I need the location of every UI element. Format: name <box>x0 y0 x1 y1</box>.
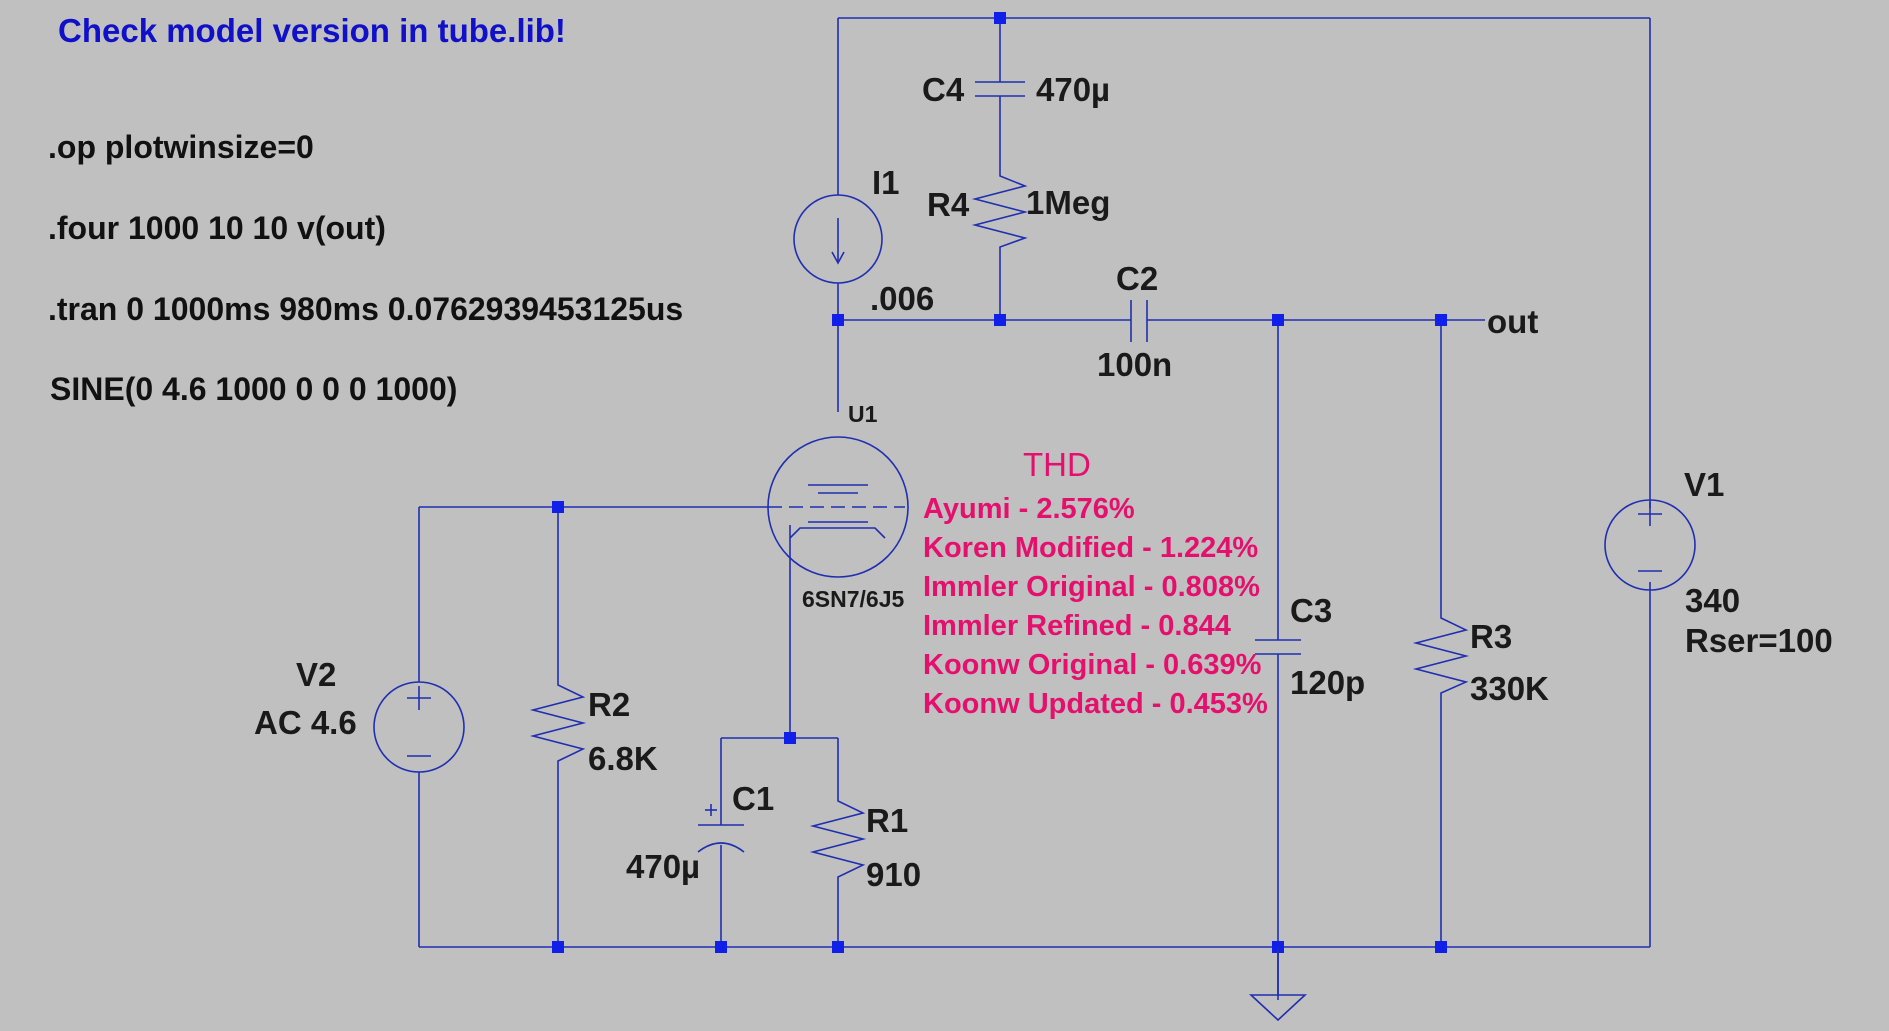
r4-value: 1Meg <box>1026 184 1110 221</box>
out-net-label: out <box>1487 303 1538 340</box>
c2-value: 100n <box>1097 346 1172 383</box>
r2-value: 6.8K <box>588 740 658 777</box>
op-directive[interactable]: .op plotwinsize=0 <box>48 129 314 165</box>
thd-line: Koonw Updated - 0.453% <box>923 688 1268 720</box>
junction-dot <box>1435 314 1447 326</box>
four-directive[interactable]: .four 1000 10 10 v(out) <box>48 210 386 246</box>
sine-directive[interactable]: SINE(0 4.6 1000 0 0 0 1000) <box>50 371 457 407</box>
thd-line: Koonw Original - 0.639% <box>923 649 1262 681</box>
r2-label: R2 <box>588 686 630 723</box>
junctions <box>552 12 1447 953</box>
i1-value: .006 <box>870 280 934 317</box>
r4-label: R4 <box>927 186 970 223</box>
u1-label: U1 <box>848 401 878 427</box>
junction-dot <box>784 732 796 744</box>
wires <box>418 17 1651 1000</box>
c4-label: C4 <box>922 71 965 108</box>
c4-capacitor-symbol[interactable] <box>975 81 1025 97</box>
c3-label: C3 <box>1290 592 1332 629</box>
junction-dot <box>832 941 844 953</box>
junction-dot <box>715 941 727 953</box>
r4-resistor-symbol[interactable] <box>971 167 1029 257</box>
u1-model: 6SN7/6J5 <box>802 586 905 612</box>
r3-value: 330K <box>1470 670 1549 707</box>
junction-dot <box>552 501 564 513</box>
c4-value: 470µ <box>1036 71 1110 108</box>
junction-dot <box>1272 314 1284 326</box>
r1-resistor-symbol[interactable] <box>809 790 867 897</box>
r1-label: R1 <box>866 802 908 839</box>
c3-value: 120p <box>1290 664 1365 701</box>
thd-line: Immler Original - 0.808% <box>923 571 1260 603</box>
thd-annotation: THD Ayumi - 2.576% Koren Modified - 1.22… <box>923 446 1268 720</box>
i1-label: I1 <box>872 164 900 201</box>
junction-dot <box>1435 941 1447 953</box>
c3-capacitor-symbol[interactable] <box>1255 639 1301 655</box>
v1-value: 340 <box>1685 582 1740 619</box>
u1-triode-symbol[interactable] <box>767 436 909 578</box>
r3-resistor-symbol[interactable] <box>1412 607 1470 700</box>
c2-label: C2 <box>1116 260 1158 297</box>
junction-dot <box>994 12 1006 24</box>
junction-dot <box>552 941 564 953</box>
v1-label: V1 <box>1684 466 1724 503</box>
r1-value: 910 <box>866 856 921 893</box>
junction-dot <box>832 314 844 326</box>
junction-dot <box>994 314 1006 326</box>
v1-voltage-source-symbol[interactable] <box>1604 499 1696 591</box>
v1-rser: Rser=100 <box>1685 622 1833 659</box>
v2-label: V2 <box>296 656 336 693</box>
r2-resistor-symbol[interactable] <box>529 672 587 785</box>
model-warning: Check model version in tube.lib! <box>58 12 566 49</box>
tran-directive[interactable]: .tran 0 1000ms 980ms 0.0762939453125us <box>48 291 683 327</box>
thd-line: Koren Modified - 1.224% <box>923 532 1258 564</box>
v2-voltage-source-symbol[interactable] <box>373 681 465 773</box>
r3-label: R3 <box>1470 618 1512 655</box>
thd-title: THD <box>1023 446 1091 483</box>
thd-line: Ayumi - 2.576% <box>923 493 1135 525</box>
c1-electrolytic-capacitor-symbol[interactable] <box>697 804 745 853</box>
v2-value: AC 4.6 <box>254 704 357 741</box>
ground-symbol[interactable] <box>1248 947 1308 1022</box>
thd-line: Immler Refined - 0.844 <box>923 610 1231 642</box>
i1-current-source-symbol[interactable] <box>793 194 883 284</box>
c1-value: 470µ <box>626 848 700 885</box>
c1-label: C1 <box>732 780 774 817</box>
c2-capacitor-symbol[interactable] <box>1130 300 1148 342</box>
